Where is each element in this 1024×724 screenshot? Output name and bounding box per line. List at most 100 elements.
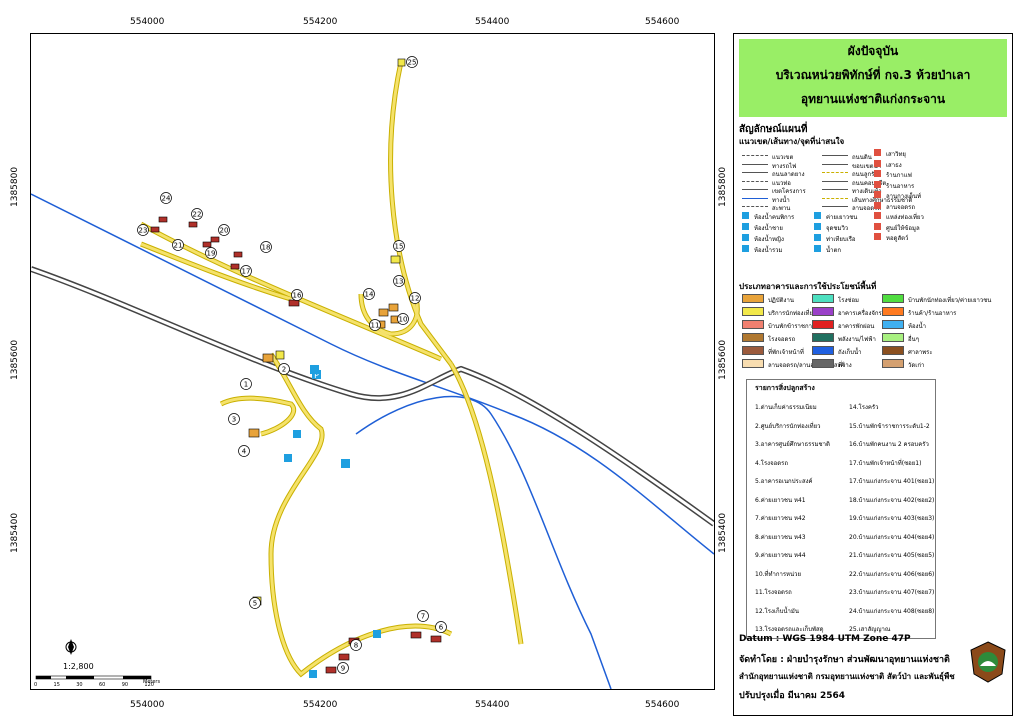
point-label: 25 (408, 59, 417, 67)
restroom-icon (373, 630, 381, 638)
building (248, 428, 260, 438)
legend-icon-label: เสาวิทยุ (886, 151, 906, 158)
legend-line-swatch (822, 180, 848, 182)
building-list-item: 21.บ้านแก่งกระจาน 405(ซอย5) (849, 552, 935, 559)
area-heading: ประเภทอาคารและการใช้ประโยชน์พื้นที่ (739, 282, 877, 291)
river-branch (355, 395, 612, 689)
legend-area-label: บริการนักท่องเที่ยว (768, 310, 817, 317)
legend-line-swatch (822, 197, 848, 199)
point-label: 8 (354, 642, 358, 650)
building (275, 350, 285, 360)
building-list-heading: รายการสิ่งปลูกสร้าง (755, 384, 815, 392)
legend-line-label: เส้นทางศึกษาธรรมชาติ (852, 196, 913, 204)
legend-line-swatch (742, 206, 768, 207)
camping-icon (310, 365, 319, 374)
building (430, 635, 442, 643)
building-list-item: 6.ค่ายเยาวชน ห41 (755, 496, 806, 504)
legend-area-swatch (742, 346, 764, 355)
point-label: 13 (395, 278, 404, 286)
legend-line-label: ทางน้ำ (772, 196, 790, 204)
svg-text:P: P (314, 371, 319, 380)
legend-icon-label: แหล่งท่องเที่ยว (886, 214, 924, 221)
restroom-icon (293, 430, 301, 438)
legend-area-label: อาคารพักผ่อน (838, 323, 875, 330)
point-marker (393, 275, 405, 287)
building-list-item: 18.บ้านแก่งกระจาน 402(ซอย2) (849, 496, 935, 504)
legend-icon (814, 245, 821, 252)
building-list: รายการสิ่งปลูกสร้าง 1.ด่านเก็บค่าธรรมเนี… (746, 379, 936, 639)
point-marker (160, 192, 172, 204)
legend-line-swatch (742, 155, 768, 156)
legend-line-label: แนวท่อ (772, 179, 791, 187)
legend-area-label: ห้องน้ำ (908, 323, 926, 330)
legend-area-swatch (812, 320, 834, 329)
point-label: 1 (244, 381, 248, 389)
legend-icon-label: ห้องน้ำหญิง (754, 236, 784, 243)
x-tick-bottom: 554000 (130, 700, 165, 710)
building (262, 353, 274, 363)
legend-icon-label: ท่าเทียบเรือ (826, 236, 856, 243)
legend-area-swatch (882, 346, 904, 355)
y-tick-right: 1385400 (718, 512, 728, 553)
point-label: 9 (341, 665, 345, 673)
legend-area-label: ปฏิบัติงาน (768, 297, 794, 304)
legend-line-label: ถนนลูกรัง (852, 171, 878, 178)
point-marker (406, 56, 418, 68)
legend-line-swatch (822, 163, 848, 165)
legend-area-label: ที่พักเจ้าหน้าที่ (768, 349, 804, 356)
y-tick-left: 1385400 (10, 512, 20, 553)
point-marker (363, 288, 375, 300)
x-tick-bottom: 554200 (303, 700, 338, 710)
point-marker (278, 363, 290, 375)
building-list-item: 12.โรงเก็บน้ำมัน (755, 607, 799, 615)
legend-area-swatch (812, 294, 834, 303)
map-canvas[interactable]: 1234567891011121314151617181920212223242… (31, 34, 714, 689)
legend-icon (874, 222, 881, 230)
legend-line-label: ถนนลาดยาง (772, 171, 805, 178)
point-label: 3 (232, 416, 236, 424)
point-label: 24 (162, 195, 171, 203)
legend-icon-label: ห้องน้ำคนพิการ (754, 214, 795, 221)
point-label: 16 (293, 292, 302, 300)
scale-text: 1:2,800 (63, 662, 94, 671)
point-marker (172, 239, 184, 251)
camping-icon (341, 459, 350, 468)
updated-text: ปรับปรุงเมื่อ มีนาคม 2564 (739, 691, 846, 701)
legend-area-swatch (812, 307, 834, 316)
title-box: ผังปัจจุบัน บริเวณหน่วยพิทักษ์ที่ กจ.3 ห… (739, 39, 1007, 117)
scale-units: Meters (143, 679, 161, 685)
legend-line-label: ถนนดิน (852, 154, 872, 161)
point-label: 21 (174, 242, 183, 250)
x-tick-top: 554200 (303, 17, 338, 27)
legend-icon (742, 245, 749, 252)
point-marker (205, 247, 217, 259)
title-line2: บริเวณหน่วยพิทักษ์ที่ กจ.3 ห้วยป่าเลา (775, 68, 971, 82)
building (233, 251, 243, 258)
point-marker (409, 292, 421, 304)
point-label: 17 (242, 268, 251, 276)
legend-line-label: ลานจอดรถ (852, 205, 882, 212)
legend-area-swatch (742, 359, 764, 368)
point-marker (249, 597, 261, 609)
org-text: สำนักอุทยานแห่งชาติ กรมอุทยานแห่งชาติ สั… (739, 672, 955, 681)
building-list-item: 15.บ้านพักข้าราชการระดับ1-2 (849, 422, 930, 430)
building (288, 299, 300, 307)
legend-area-label: อื่นๆ (908, 336, 919, 343)
legend-area-swatch (812, 346, 834, 355)
made-by-text: จัดทำโดย : ฝ่ายบำรุงรักษา ส่วนพัฒนาอุทยา… (739, 655, 950, 665)
point-label: 12 (411, 295, 420, 303)
legend-icon-label: เสาธง (886, 161, 902, 169)
point-marker (137, 224, 149, 236)
legend-icon-label: จุดชมวิว (826, 225, 849, 232)
point-marker (369, 319, 381, 331)
point-label: 22 (193, 211, 202, 219)
legend-line-label: ทางรถไฟ (772, 162, 797, 170)
point-label: 5 (253, 600, 257, 608)
building-list-item: 11.โรงจอดรถ (755, 589, 792, 596)
legend-icon-label: ลานจอดรถ (886, 203, 916, 211)
point-label: 23 (139, 227, 148, 235)
legend-icon (814, 234, 821, 241)
legend-area-swatch (812, 359, 834, 368)
legend-area-swatch (882, 320, 904, 329)
